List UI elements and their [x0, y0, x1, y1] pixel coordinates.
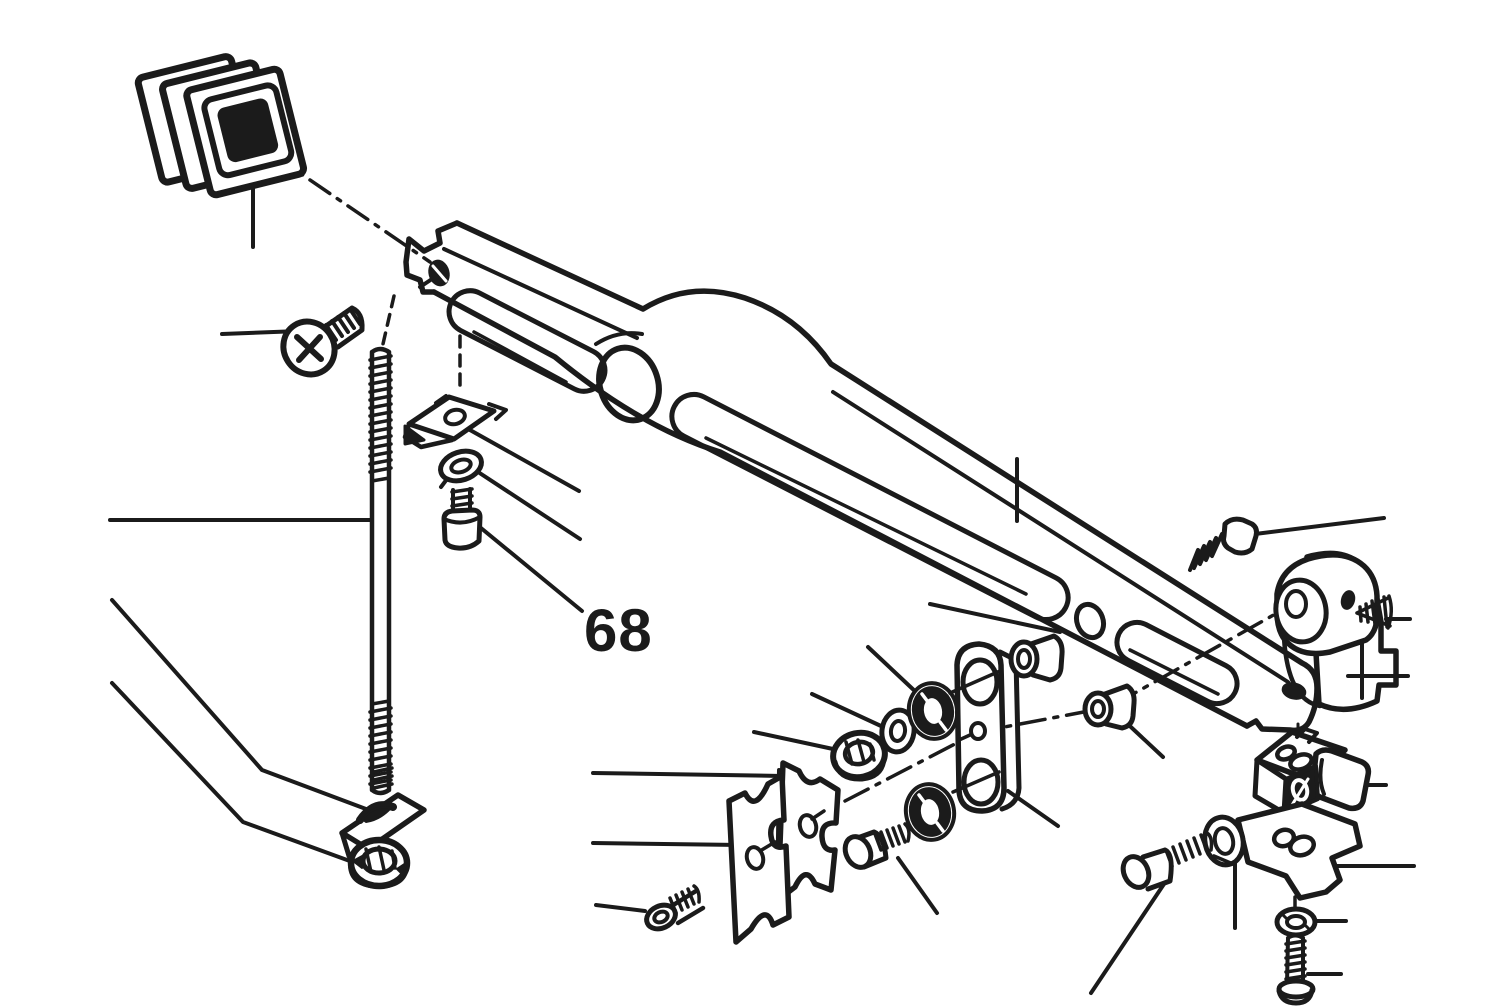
support-arm	[403, 220, 1320, 734]
washer-center	[879, 707, 917, 755]
stud-screw-bottom	[1276, 933, 1316, 1006]
phillips-screw	[280, 305, 365, 378]
rubber-buffer-pad	[134, 53, 308, 199]
part-number-label: 68	[584, 597, 653, 664]
wave-washer	[1202, 814, 1246, 868]
set-screw	[1355, 594, 1393, 630]
washer-upper	[438, 448, 484, 489]
spring-bolt	[1188, 516, 1259, 572]
clamp-plates	[726, 760, 841, 945]
screw-small-left	[644, 884, 706, 932]
flat-bracket	[1235, 801, 1363, 901]
bushing-upper	[1008, 633, 1065, 683]
socket-screw-down	[441, 487, 483, 551]
cap-screw-lower-right	[1120, 831, 1214, 892]
threaded-rod	[368, 346, 393, 796]
washer-bottom-right	[1274, 906, 1318, 938]
link-plate	[948, 641, 1022, 814]
hex-flange-nut-bottom-left	[347, 836, 411, 890]
stop-bracket-cylinder	[1273, 550, 1399, 712]
spring-clip-nut	[402, 394, 508, 450]
clamp-block	[1252, 727, 1372, 816]
cap-screw-center	[842, 822, 911, 870]
bushing-right	[1082, 683, 1137, 731]
hex-flange-nut-center	[830, 729, 888, 782]
grommet-lower	[903, 782, 957, 842]
